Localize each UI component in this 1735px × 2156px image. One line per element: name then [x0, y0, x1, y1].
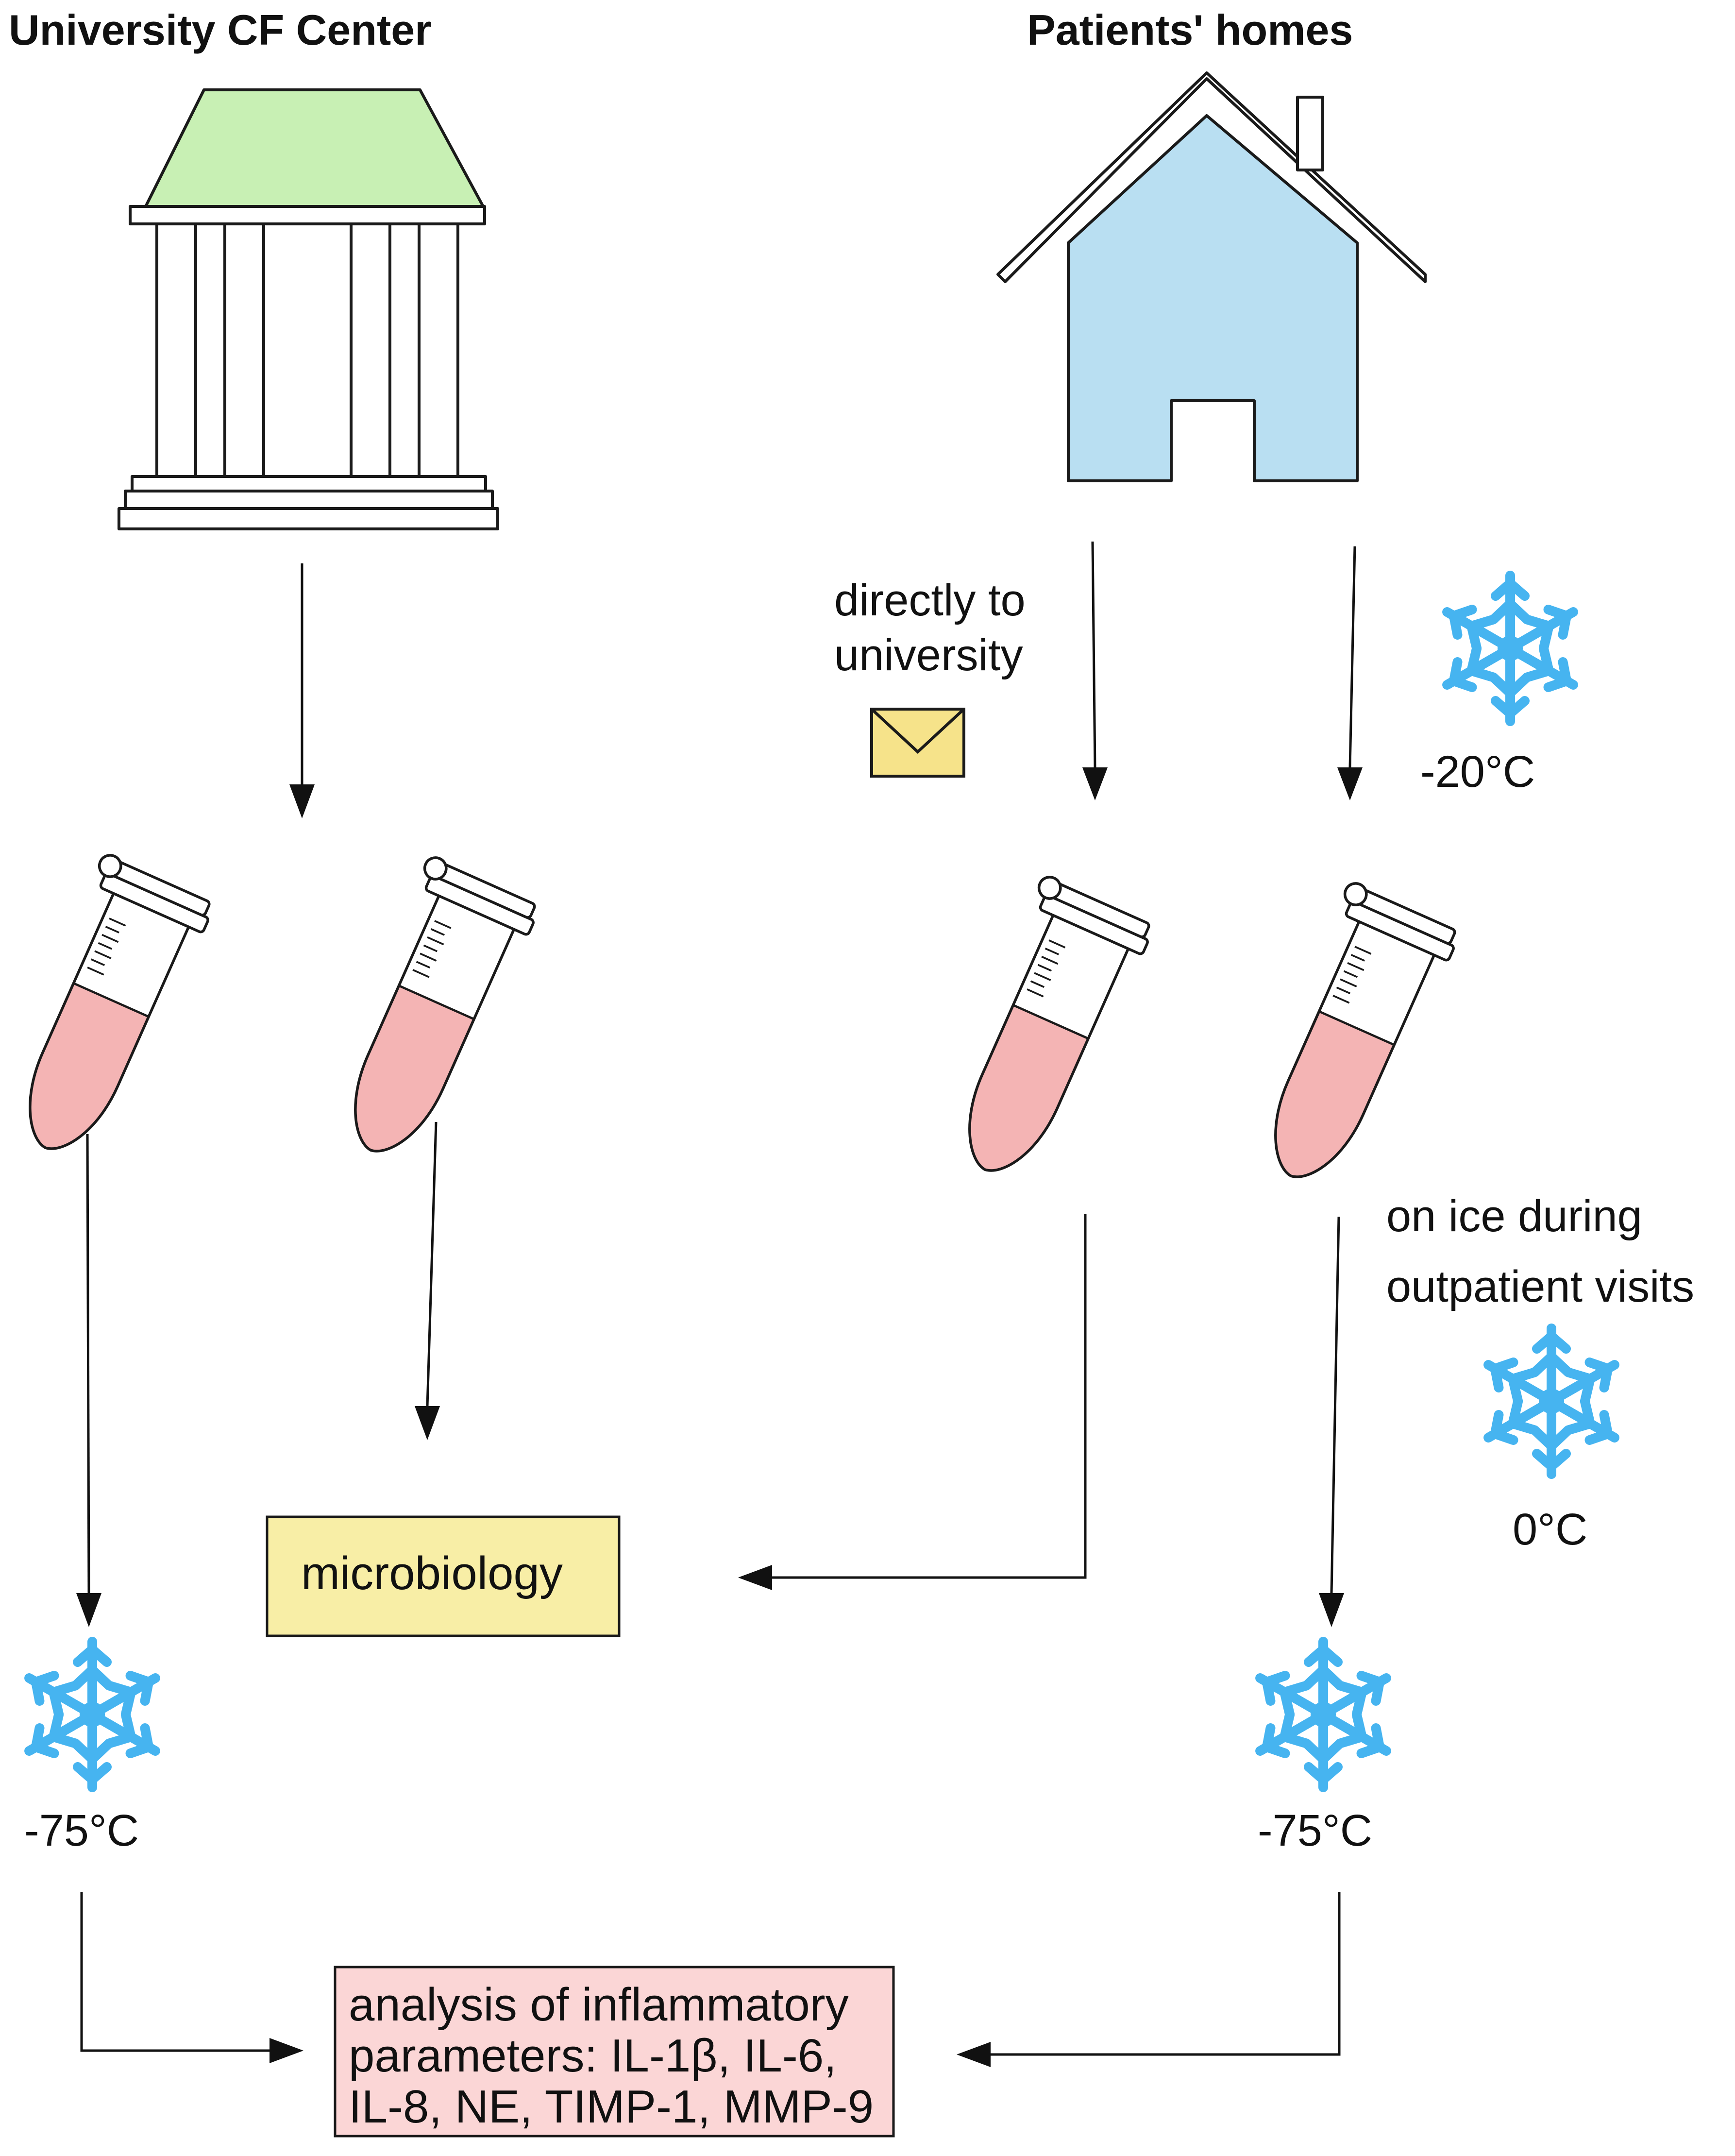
- direct-label-line2: university: [834, 630, 1023, 680]
- envelope-icon: [870, 708, 965, 778]
- sample-tube-icon: [310, 854, 542, 1173]
- arrow-right-freezer-to-analysis: [957, 1892, 1341, 2067]
- temp-right-freeze: -75°C: [1258, 1806, 1372, 1855]
- arrow-center-to-tubes: [289, 563, 315, 818]
- snowflake-icon: [1252, 1642, 1395, 1787]
- microbiology-box: microbiology: [266, 1515, 621, 1637]
- arrow-center-tube-to-microbiology: [415, 1121, 440, 1440]
- sample-tube-icon: [925, 874, 1156, 1192]
- direct-label-line1: directly to: [834, 576, 1026, 625]
- arrow-left-tube-to-freezer: [76, 1134, 101, 1627]
- sample-tube-icon: [1230, 880, 1462, 1199]
- university-building-icon: [118, 88, 499, 530]
- ice-label-line2: outpatient visits: [1386, 1262, 1694, 1311]
- temp-left-freeze: -75°C: [24, 1806, 139, 1855]
- analysis-box: analysis of inflammatory parameters: IL-…: [334, 1966, 895, 2138]
- arrow-direct-tube-to-microbiology: [738, 1214, 1087, 1590]
- microbiology-label: microbiology: [301, 1547, 563, 1599]
- house-icon: [996, 71, 1427, 482]
- sample-tube-icon: [0, 852, 217, 1171]
- arrow-home-to-direct-tube: [1082, 541, 1108, 800]
- arrow-home-to-frozen-tube: [1337, 546, 1363, 800]
- homes-title: Patients' homes: [1027, 6, 1353, 54]
- analysis-label-line1: analysis of inflammatory: [349, 1979, 849, 2031]
- ice-label-line1: on ice during: [1386, 1191, 1642, 1241]
- snowflake-icon: [1480, 1328, 1623, 1474]
- analysis-label-line3: IL-8, NE, TIMP-1, MMP-9: [349, 2081, 874, 2133]
- arrow-left-freezer-to-analysis: [80, 1892, 303, 2063]
- center-title: University CF Center: [9, 6, 431, 54]
- snowflake-icon: [1439, 576, 1582, 721]
- arrow-ice-tube-to-freezer: [1319, 1216, 1344, 1627]
- analysis-label-line2: parameters: IL-1β, IL-6,: [349, 2030, 837, 2082]
- snowflake-icon: [21, 1642, 164, 1787]
- temp-ice: 0°C: [1513, 1505, 1587, 1554]
- temp-home-freeze: -20°C: [1420, 747, 1535, 797]
